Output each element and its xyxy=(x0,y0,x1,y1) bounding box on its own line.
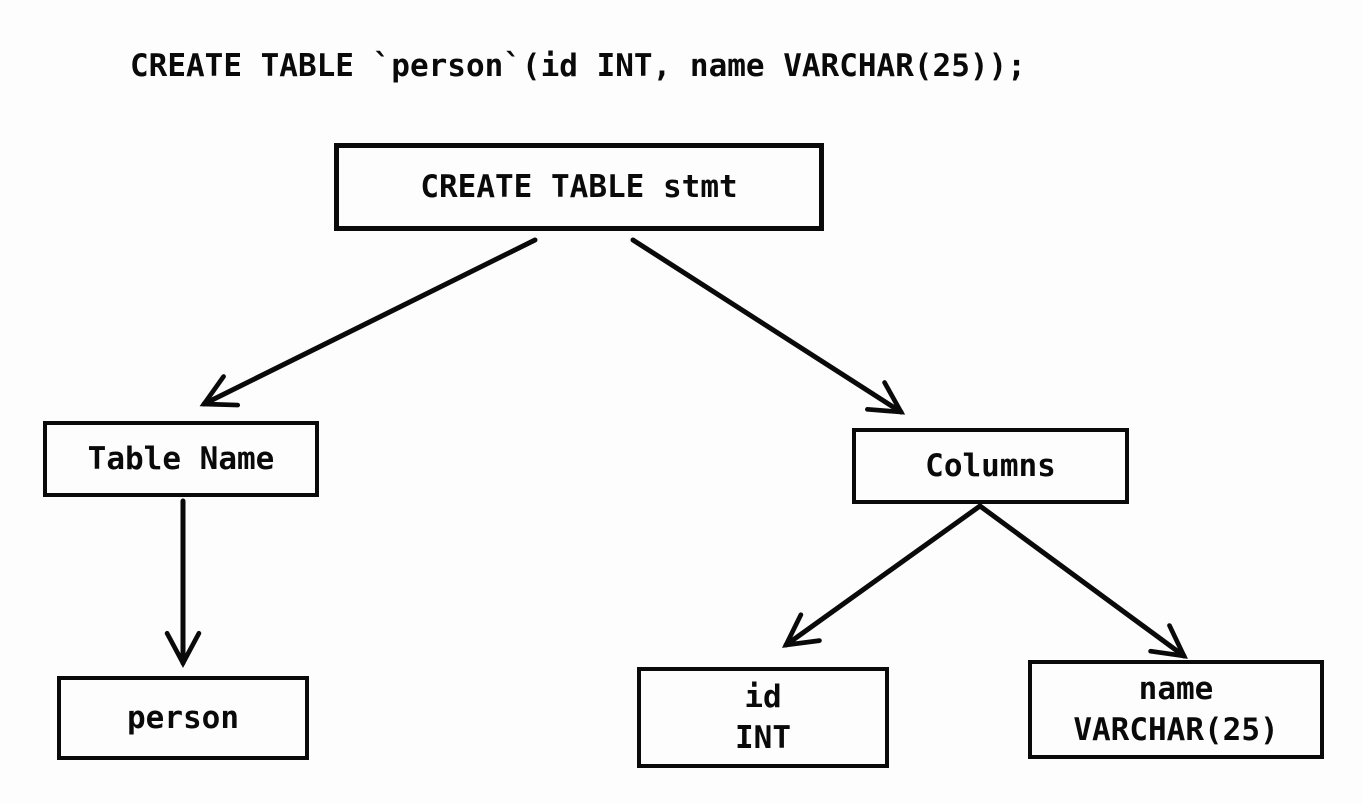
edge-columns-to-id xyxy=(781,503,983,648)
node-create-table-stmt-label: CREATE TABLE stmt xyxy=(420,168,738,205)
sql-statement-text: CREATE TABLE `person`(id INT, name VARCH… xyxy=(130,48,1026,84)
node-column-name: name VARCHAR(25) xyxy=(1028,660,1324,759)
node-column-name-name: name xyxy=(1138,670,1214,707)
node-column-id-name: id xyxy=(744,678,782,715)
node-person-label: person xyxy=(127,699,239,736)
node-table-name-label: Table Name xyxy=(87,440,275,477)
edge-root-to-columns xyxy=(630,237,906,415)
node-column-id-type: INT xyxy=(735,719,791,756)
node-column-name-type: VARCHAR(25) xyxy=(1073,711,1279,748)
node-columns: Columns xyxy=(852,428,1129,504)
node-table-name: Table Name xyxy=(43,421,319,497)
node-create-table-stmt: CREATE TABLE stmt xyxy=(334,143,824,231)
edge-columns-to-name xyxy=(977,503,1188,659)
edge-root-to-table-name xyxy=(199,237,538,408)
node-person: person xyxy=(57,676,309,760)
node-column-id: id INT xyxy=(637,667,889,768)
node-columns-label: Columns xyxy=(925,447,1056,484)
